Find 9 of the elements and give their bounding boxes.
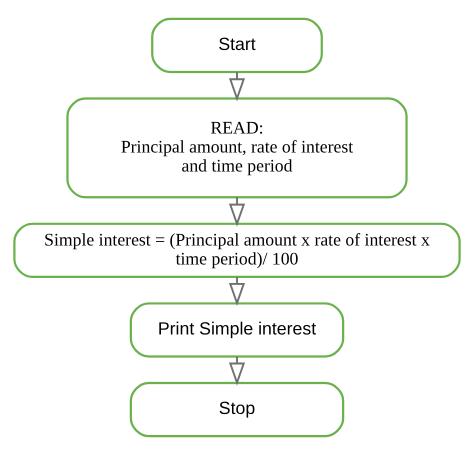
arrow: [228, 72, 246, 101]
node-box: Print Simple interest: [130, 302, 344, 358]
arrow: [228, 356, 246, 386]
node-box: READ: Principal amount, rate of interest and time period: [66, 96, 408, 198]
node-box: Start: [151, 17, 323, 73]
arrow: [228, 276, 246, 306]
node-box: Simple interest = (Principal amount x rate of interest x time period)/ 100: [13, 222, 461, 278]
node-box: Stop: [130, 381, 344, 437]
arrow: [228, 196, 246, 226]
